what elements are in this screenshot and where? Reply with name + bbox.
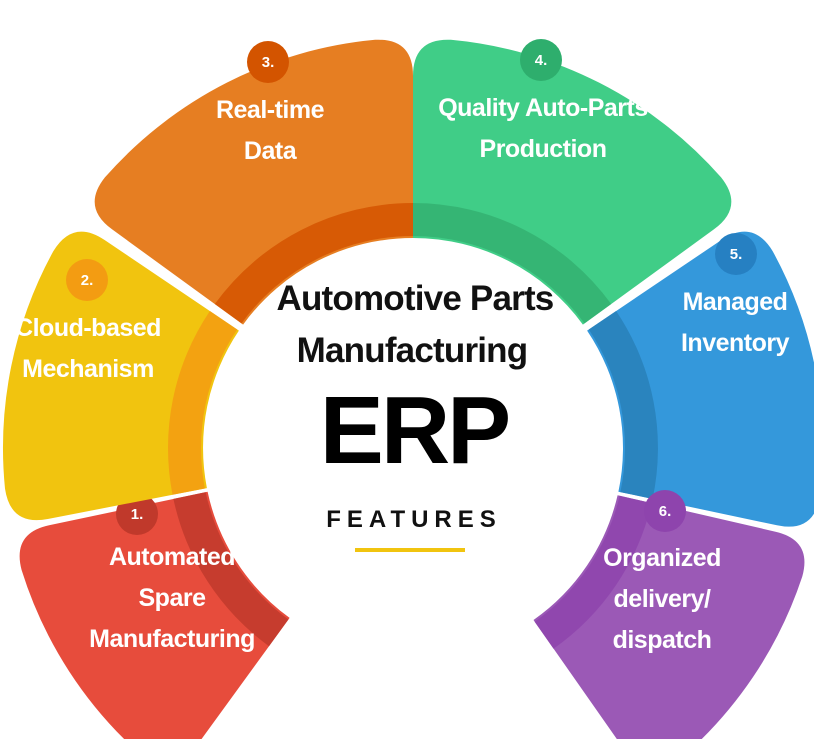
title-line-2: Manufacturing bbox=[297, 331, 528, 370]
segment-inner-ring bbox=[214, 203, 413, 324]
title-line-1: Automotive Parts bbox=[277, 279, 554, 318]
segment-inner-ring bbox=[588, 311, 658, 499]
number-label: 5. bbox=[730, 246, 743, 263]
segment-label-line: Manufacturing bbox=[89, 625, 255, 653]
segment-inner-ring bbox=[413, 203, 612, 324]
accent-underline bbox=[355, 548, 465, 552]
number-badge bbox=[66, 259, 108, 301]
segment-label-line: Real-time bbox=[216, 96, 325, 124]
number-badge bbox=[715, 233, 757, 275]
number-label: 2. bbox=[81, 272, 94, 289]
number-badge bbox=[520, 39, 562, 81]
segment-label-line: Organized bbox=[603, 544, 721, 572]
segment-label-line: Inventory bbox=[681, 329, 790, 357]
segment-inner-ring bbox=[168, 311, 238, 495]
number-badge bbox=[247, 41, 289, 83]
number-label: 4. bbox=[535, 52, 548, 69]
number-label: 3. bbox=[262, 54, 275, 71]
segment-label-line: dispatch bbox=[613, 626, 712, 654]
segment-label-line: Mechanism bbox=[22, 355, 154, 383]
segment-inner-ring bbox=[534, 495, 652, 649]
number-label: 6. bbox=[659, 503, 672, 520]
segment-label-line: Cloud-based bbox=[15, 314, 161, 342]
number-badge bbox=[644, 490, 686, 532]
center-title: Automotive Parts Manufacturing ERP FEATU… bbox=[277, 279, 555, 552]
erp-heading: ERP bbox=[320, 377, 508, 484]
feature-segment-6: 6. Organized delivery/dispatch bbox=[533, 490, 805, 739]
segment-inner-ring bbox=[173, 492, 289, 647]
segment-label-line: Production bbox=[480, 135, 607, 163]
segment-label-line: Automated bbox=[109, 543, 235, 571]
number-label: 1. bbox=[131, 506, 144, 523]
segment-label-line: delivery/ bbox=[614, 585, 712, 613]
segment-shape bbox=[413, 39, 732, 325]
segment-label-line: Managed bbox=[683, 288, 788, 316]
segments-layer: 1.AutomatedSpareManufacturing2.Cloud-bas… bbox=[2, 39, 814, 739]
segment-label-line: Quality Auto-Parts bbox=[438, 94, 648, 122]
segment-shape bbox=[94, 39, 414, 325]
segment-label-line: Spare bbox=[139, 584, 207, 612]
features-subheading: FEATURES bbox=[326, 506, 502, 533]
segment-label-line: Data bbox=[244, 137, 298, 165]
